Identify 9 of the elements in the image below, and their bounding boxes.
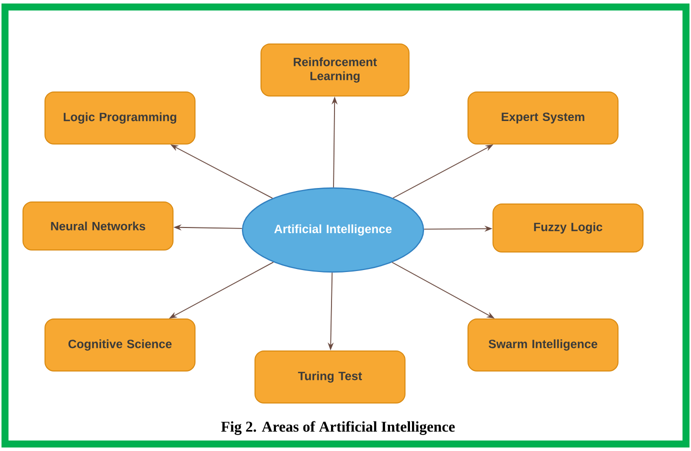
- topic-box: Turing Test: [254, 350, 406, 404]
- topic-box: Cognitive Science: [44, 318, 196, 372]
- topic-box: Fuzzy Logic: [492, 204, 644, 252]
- topic-box: Expert System: [468, 92, 618, 144]
- topic-box: Logic Programming: [44, 92, 196, 144]
- topic-box: Reinforcement Learning: [260, 44, 410, 96]
- topic-box: Neural Networks: [22, 202, 174, 250]
- caption: Fig 2. Areas of Artificial Intelligence: [221, 421, 455, 435]
- topic-box: Swarm Intelligence: [468, 318, 618, 372]
